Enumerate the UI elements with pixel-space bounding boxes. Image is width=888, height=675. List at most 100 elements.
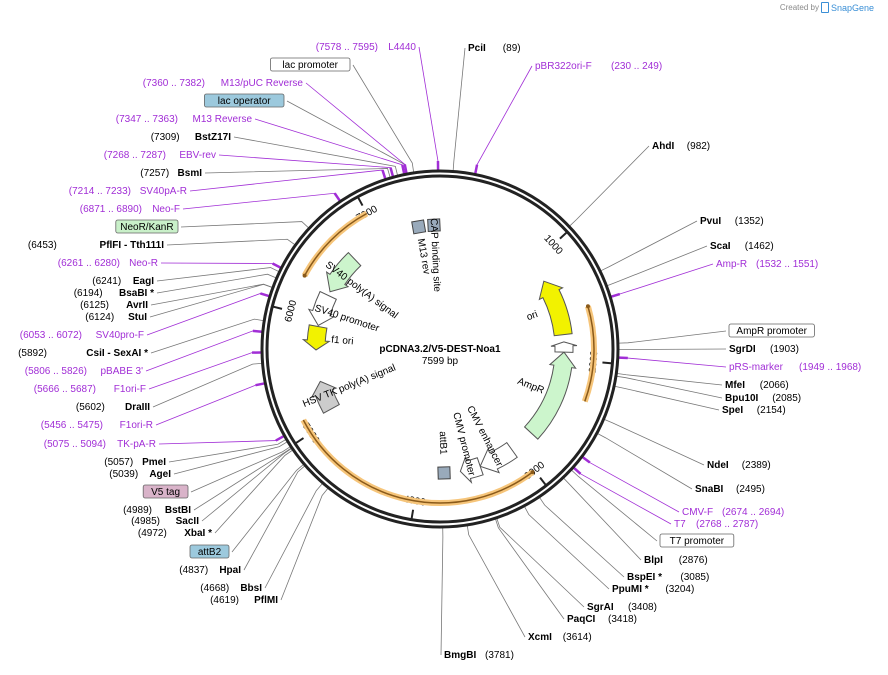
label-m13-puc-reverse: M13/pUC Reverse(7360 .. 7382) — [143, 78, 304, 89]
feature-arrow-ampr-promoter — [550, 341, 578, 353]
site-name: PaqCI — [567, 614, 596, 625]
small-feature-box — [427, 218, 441, 232]
site-position: (7309) — [151, 132, 180, 143]
outer-arc-tip — [585, 304, 590, 309]
primer-marker — [610, 292, 621, 298]
site-position: (4668) — [200, 583, 229, 594]
site-position: (2495) — [736, 484, 765, 495]
primer-marker — [389, 167, 395, 177]
leader-line — [150, 318, 264, 354]
leader-line — [496, 518, 585, 608]
leader-line — [418, 46, 439, 171]
site-position: (6124) — [85, 312, 114, 323]
label-avrii: AvrII(6125) — [80, 300, 148, 311]
site-name: PciI — [468, 43, 486, 54]
label-sgrai: SgrAI(3408) — [587, 602, 657, 613]
site-name: EagI — [133, 276, 154, 287]
primer-name: EBV-rev — [179, 150, 216, 161]
primer-position: (7268 .. 7287) — [104, 150, 166, 161]
site-name: XbaI * — [184, 528, 212, 539]
ruler-tick — [356, 196, 364, 207]
label-ahdi: AhdI(982) — [652, 141, 710, 152]
label-attb2: attB2 — [189, 544, 230, 559]
feature-arrow-f1-ori — [301, 324, 331, 351]
label-lac-promoter: lac promoter — [269, 57, 351, 72]
label-pbr322ori-f: pBR322ori-F(230 .. 249) — [535, 61, 662, 72]
primer-position: (230 .. 249) — [611, 61, 662, 72]
site-name: CsiI - SexAI * — [86, 348, 148, 359]
outer-arc-line — [584, 306, 595, 402]
label-ebv-rev: EBV-rev (7268 .. 7287) — [104, 150, 216, 161]
leader-line — [145, 330, 262, 372]
label-prs-marker: pRS-marker(1949 .. 1968) — [729, 362, 861, 373]
small-feature-label: attB1 — [437, 431, 449, 455]
feature-box-text: NeoR/KanR — [120, 222, 173, 233]
label-xbai-: XbaI *(4972) — [138, 528, 212, 539]
created-by-watermark: Created by SnapGene — [780, 2, 874, 13]
label-bspei-: BspEI *(3085) — [627, 572, 709, 583]
label-f1ori-f: F1ori-F (5666 .. 5687) — [34, 384, 146, 395]
leader-line — [607, 245, 708, 286]
feature-label: AmpR — [516, 376, 546, 397]
site-name: BmgBI — [444, 650, 476, 661]
primer-name: F1ori-R — [120, 420, 153, 431]
ruler-tick-label: 6000 — [283, 299, 299, 324]
site-position: (5602) — [76, 402, 105, 413]
site-position: (5039) — [109, 469, 138, 480]
label-paqci: PaqCI (3418) — [567, 614, 637, 625]
site-position: (4985) — [131, 516, 160, 527]
label-l4440: L4440(7578 .. 7595) — [316, 42, 417, 53]
primer-position: (5666 .. 5687) — [34, 384, 96, 395]
small-feature-box — [437, 466, 451, 480]
site-name: Bpu10I — [725, 393, 759, 404]
site-name: PvuI — [700, 216, 721, 227]
site-name: PflFI - Tth111I — [100, 240, 165, 251]
primer-position: (5456 .. 5475) — [41, 420, 103, 431]
primer-position: (1532 .. 1551) — [756, 259, 818, 270]
leader-line — [148, 352, 262, 390]
label-ndei: NdeI(2389) — [707, 460, 771, 471]
label-snabi: SnaBI(2495) — [695, 484, 765, 495]
leader-line — [600, 220, 698, 272]
label-f1ori-r: F1ori-R (5456 .. 5475) — [41, 420, 153, 431]
label-ampr-promoter: AmpR promoter — [728, 323, 815, 338]
label-t7-promoter: T7 promoter — [659, 533, 735, 548]
leader-line — [146, 293, 270, 336]
label-bstz17i: BstZ17I(7309) — [151, 132, 232, 143]
primer-name: pBABE 3' — [101, 366, 144, 377]
leader-line — [150, 283, 273, 306]
primer-name: F1ori-F — [114, 384, 146, 395]
leader-line — [180, 221, 309, 228]
leader-line — [571, 469, 658, 542]
site-name: AvrII — [126, 300, 148, 311]
site-position: (4837) — [179, 565, 208, 576]
site-position: (4619) — [210, 595, 239, 606]
leader-line — [280, 488, 329, 601]
label-pbabe-3-: pBABE 3'(5806 .. 5826) — [25, 366, 143, 377]
label-pmei: PmeI(5057) — [104, 457, 166, 468]
site-name: AhdI — [652, 141, 674, 152]
feature-arrow-sv40-promoter — [307, 290, 337, 327]
primer-marker — [403, 164, 408, 174]
feature-arrow-cmv-enhancer — [479, 441, 518, 474]
leader-line — [452, 47, 466, 171]
label-blpi: BlpI(2876) — [644, 555, 708, 566]
label-sv40pa-r: SV40pA-R(7214 .. 7233) — [69, 186, 187, 197]
site-name: BlpI — [644, 555, 663, 566]
primer-marker — [275, 435, 285, 442]
site-labels: PciI (89) pBR322ori-F(230 .. 249) AhdI(982)… — [18, 42, 861, 661]
ruler-tick — [559, 231, 568, 240]
feature-box-text: lac operator — [218, 96, 271, 107]
label-xcmi: XcmI(3614) — [528, 632, 592, 643]
feature-box-text: V5 tag — [151, 487, 180, 498]
site-position: (3418) — [608, 614, 637, 625]
primer-marker — [381, 169, 387, 179]
label-csii-sexai-: CsiI - SexAI *(5892) — [18, 348, 148, 359]
feature-label: f1 ori — [331, 334, 354, 347]
label-amp-r: Amp-R(1532 .. 1551) — [716, 259, 818, 270]
site-position: (89) — [503, 43, 521, 54]
primer-name: TK-pA-R — [117, 439, 156, 450]
